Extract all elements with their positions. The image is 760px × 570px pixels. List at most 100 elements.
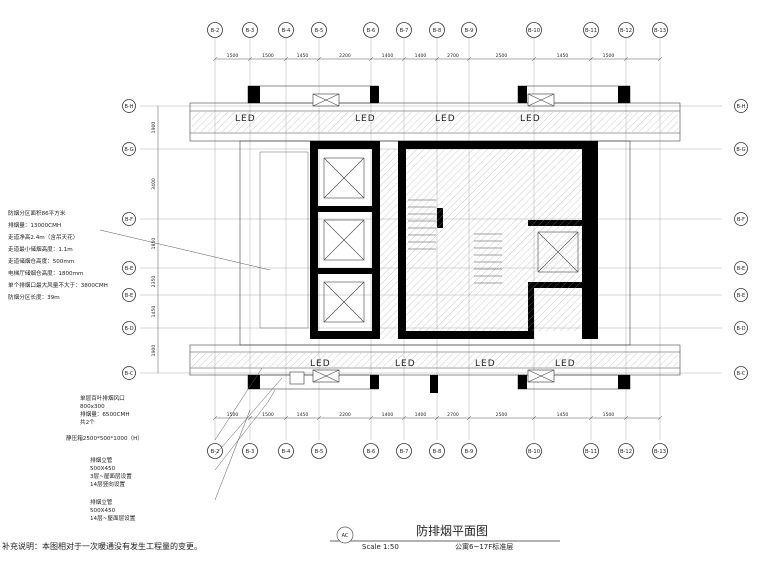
scale-label: Scale 1:50 — [362, 543, 399, 551]
axis-label: B-11 — [585, 449, 597, 455]
title-badge — [336, 526, 354, 544]
dim-value: 1450 — [297, 53, 309, 59]
dim-value: 1500 — [262, 412, 274, 418]
axis-bubble — [278, 443, 294, 459]
dim-value: 2700 — [447, 412, 459, 418]
dim-value: 1850 — [151, 238, 157, 250]
dim-tick — [316, 415, 322, 421]
note-line: 防烟分区长度：39m — [8, 293, 60, 301]
axis-bubble — [461, 443, 477, 459]
dim-tick — [466, 56, 472, 62]
axis-label: B-8 — [433, 449, 442, 455]
axis-bubble — [583, 22, 599, 38]
axis-bubble — [242, 443, 258, 459]
axis-bubble — [396, 443, 412, 459]
dim-value: 1450 — [297, 412, 309, 418]
axis-label: B-G — [124, 147, 133, 153]
axis-label: B-13 — [654, 28, 666, 34]
axis-bubble — [734, 366, 748, 380]
axis-bubble — [526, 22, 542, 38]
footnote: 补充说明：本图相对于一次暖通没有发生工程量的变更。 — [2, 541, 202, 551]
dim-value: 1450 — [557, 53, 569, 59]
axis-bubble — [311, 22, 327, 38]
axis-label: B-2 — [211, 28, 220, 34]
dim-value: 1400 — [415, 412, 427, 418]
led-label: LED — [475, 359, 496, 369]
axis-bubble — [122, 99, 136, 113]
note-line: 排烟量：6500CMH — [80, 410, 130, 418]
axis-bubble — [396, 22, 412, 38]
axis-label: B-3 — [246, 28, 255, 34]
axis-label: B-7 — [400, 28, 409, 34]
dim-value: 1500 — [603, 412, 615, 418]
dim-value: 1900 — [151, 345, 157, 357]
axis-label: B-5 — [315, 449, 324, 455]
axis-label: B-C — [125, 371, 134, 377]
axis-bubble — [207, 443, 223, 459]
dim-value: 1500 — [227, 412, 239, 418]
dim-value: 2200 — [339, 412, 351, 418]
note-line: 500X450 — [90, 466, 116, 472]
dim-value: 1400 — [415, 53, 427, 59]
led-label: LED — [395, 359, 416, 369]
axis-bubble — [652, 443, 668, 459]
dim-tick — [283, 415, 289, 421]
axis-label: B-10 — [528, 28, 540, 34]
axis-bubble — [242, 22, 258, 38]
note-line: 共2个 — [80, 418, 95, 426]
axis-bubble — [734, 261, 748, 275]
dim-tick — [401, 415, 407, 421]
dim-tick — [623, 56, 629, 62]
axis-label: B-4 — [282, 28, 291, 34]
axis-label: B-E — [125, 293, 133, 299]
axis-label: B-E — [125, 266, 133, 272]
note-line: 排烟立管 — [90, 498, 113, 506]
dim-tick — [588, 415, 594, 421]
note-line: 单层百叶排烟风口 — [80, 394, 125, 402]
dim-tick — [623, 415, 629, 421]
note-line: 走道储烟仓高度：500mm — [8, 257, 74, 265]
dim-tick — [434, 56, 440, 62]
notes-bottom: 单层百叶排烟风口800x300排烟量：6500CMH共2个静压箱2500*500… — [66, 394, 143, 522]
note-line: 防烟分区面积86平方米 — [8, 209, 66, 217]
dim-value: 2500 — [496, 53, 508, 59]
axis-label: B-F — [125, 217, 133, 223]
axis-label: B-C — [737, 371, 746, 377]
axis-bubble — [122, 288, 136, 302]
dim-value: 1400 — [382, 53, 394, 59]
dim-value: 1900 — [151, 122, 157, 134]
note-line: 3层~屋面层设置 — [90, 472, 132, 480]
note-line: 单个排烟口最大风量不大于：3800CMH — [8, 281, 108, 289]
elevator-cars — [323, 157, 579, 323]
axis-bubble — [583, 443, 599, 459]
dim-tick — [657, 56, 663, 62]
axis-label: B-D — [736, 326, 745, 332]
note-line: 静压箱2500*500*1000（H） — [66, 434, 143, 442]
dim-value: 1450 — [557, 412, 569, 418]
axis-label: B-6 — [367, 28, 376, 34]
stair-treads — [408, 199, 502, 284]
dim-tick — [212, 415, 218, 421]
axis-label: B-G — [736, 147, 745, 153]
axis-bubble — [734, 99, 748, 113]
note-line: 14层竖向设置 — [90, 480, 125, 488]
axis-bubble — [311, 443, 327, 459]
dim-tick — [657, 415, 663, 421]
axis-bubbles-left: B-HB-GB-FB-EB-EB-DB-C — [122, 99, 136, 380]
dim-tick — [466, 415, 472, 421]
title-badge-text: AC — [342, 533, 349, 539]
axis-label: B-12 — [620, 449, 632, 455]
axis-bubbles-right: B-HB-GB-FB-EB-EB-DB-C — [734, 99, 748, 380]
axis-bubble — [122, 261, 136, 275]
led-label: LED — [520, 114, 541, 124]
led-label: LED — [310, 359, 331, 369]
note-line: 排烟立管 — [90, 456, 113, 464]
dim-value: 1400 — [382, 412, 394, 418]
axis-bubble — [734, 142, 748, 156]
dim-value: 2700 — [447, 53, 459, 59]
axis-bubble — [278, 22, 294, 38]
note-line: 走道净高2.4m（含吊天花） — [8, 233, 78, 241]
note-line: 电梯厅储烟仓高度：1800mm — [8, 269, 83, 277]
dim-value: 2200 — [339, 53, 351, 59]
